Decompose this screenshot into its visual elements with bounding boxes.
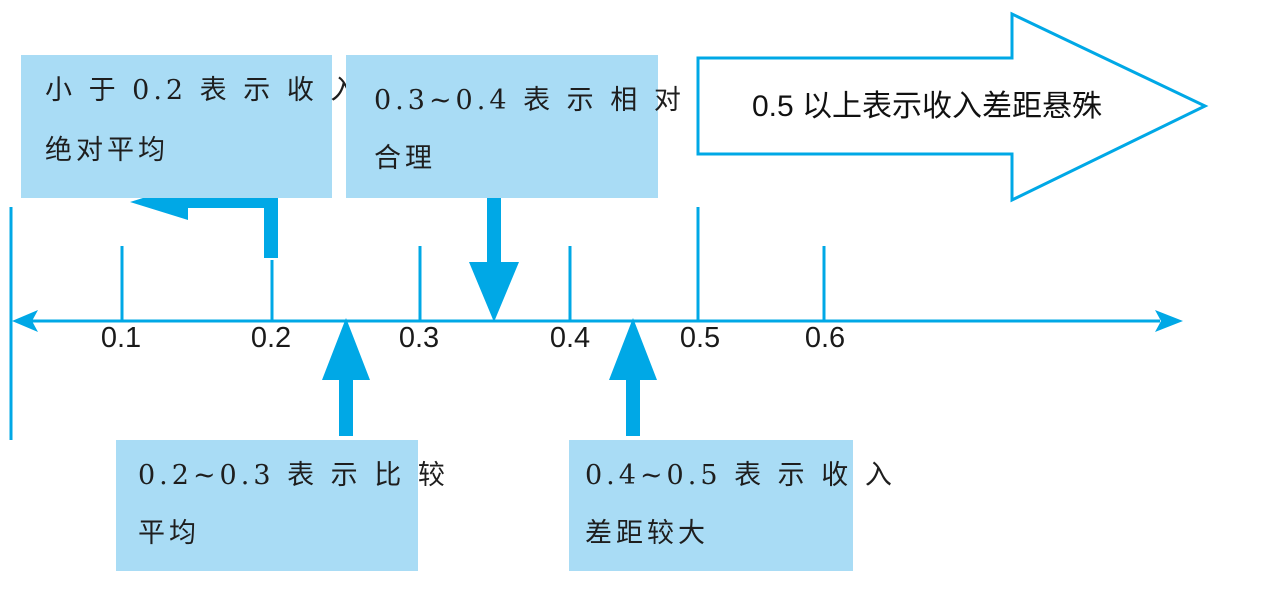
left-pointing-arrow bbox=[130, 184, 278, 258]
box-0.2-0.3-line1: 0.2~0.3 表 示 比 较 bbox=[138, 460, 449, 491]
box-below-0.2-line1: 小 于 0.2 表 示 收 入 bbox=[45, 75, 362, 106]
big-right-arrow bbox=[696, 11, 1209, 203]
big-arrow-label: 0.5 以上表示收入差距悬殊 bbox=[752, 90, 1102, 123]
tick-label-0.2: 0.2 bbox=[251, 322, 291, 354]
box-0.3-0.4-line2: 合理 bbox=[374, 143, 436, 174]
box-below-0.2: 小 于 0.2 表 示 收 入 绝对平均 bbox=[21, 55, 357, 198]
up-arrow-0.25 bbox=[322, 318, 370, 436]
down-arrow-0.35 bbox=[469, 198, 519, 322]
tick-label-0.6: 0.6 bbox=[805, 322, 845, 354]
box-0.4-0.5-line2: 差距较大 bbox=[585, 518, 709, 549]
tick-label-0.1: 0.1 bbox=[101, 322, 141, 354]
axis-left-arrowhead bbox=[12, 310, 38, 332]
axis-right-arrowhead bbox=[1155, 310, 1183, 332]
box-0.2-0.3-line2: 平均 bbox=[138, 518, 200, 549]
box-0.2-0.3: 0.2~0.3 表 示 比 较 平均 bbox=[116, 440, 445, 571]
tick-label-0.5: 0.5 bbox=[680, 322, 720, 354]
tick-label-0.4: 0.4 bbox=[550, 322, 590, 354]
box-0.4-0.5-line1: 0.4~0.5 表 示 收 入 bbox=[585, 460, 896, 491]
up-arrow-0.45 bbox=[609, 318, 657, 436]
box-0.3-0.4-line1: 0.3~0.4 表 示 相 对 bbox=[374, 85, 685, 116]
box-0.4-0.5: 0.4~0.5 表 示 收 入 差距较大 bbox=[569, 440, 892, 571]
box-0.3-0.4: 0.3~0.4 表 示 相 对 合理 bbox=[346, 55, 681, 198]
box-below-0.2-line2: 绝对平均 bbox=[45, 135, 169, 166]
tick-label-0.3: 0.3 bbox=[399, 322, 439, 354]
